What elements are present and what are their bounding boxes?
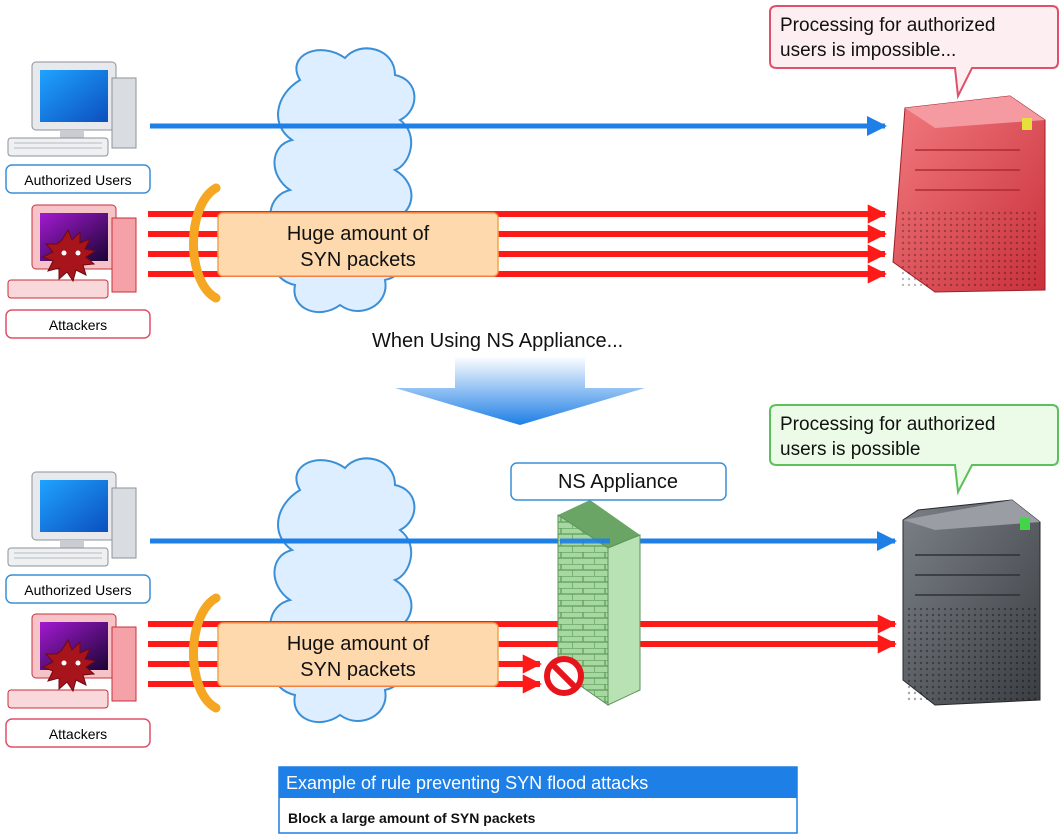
callout-possible: Processing for authorized users is possi…: [769, 404, 1059, 496]
bottom-scenario: Authorized Users Attackers Huge: [5, 404, 1059, 748]
syn-packets-box: [217, 212, 499, 277]
authorized-users-text-bottom: Authorized Users: [24, 582, 131, 598]
syn-packets-box-bottom: [217, 622, 499, 687]
attackers-text-bottom: Attackers: [49, 726, 107, 742]
rule-box: Example of rule preventing SYN flood att…: [278, 766, 798, 834]
bracket-icon-bottom: [189, 593, 221, 713]
syn-box-line2-bottom: SYN packets: [300, 659, 416, 681]
authorized-computer-icon-bottom: [7, 471, 137, 567]
virus-monster-icon: [41, 228, 97, 283]
attacker-computer-icon: [7, 204, 137, 299]
attackers-label-bottom: [5, 718, 151, 748]
rule-box-body: Block a large amount of SYN packets: [288, 810, 536, 826]
server-ok-icon: [902, 499, 1041, 706]
syn-box-line1: Huge amount of: [287, 223, 430, 245]
block-icon: [544, 656, 584, 696]
attacker-computer-icon-bottom: [7, 613, 137, 709]
callout-impossible-line1: Processing for authorized: [780, 15, 995, 36]
callout-impossible-line2: users is impossible...: [780, 40, 956, 61]
bracket-icon: [189, 183, 221, 303]
transition-label: When Using NS Appliance...: [372, 330, 623, 352]
down-arrow-icon: [395, 356, 645, 425]
top-scenario: Authorized Users Attackers Huge amount o…: [5, 5, 1059, 339]
callout-impossible: Processing for authorized users is impos…: [769, 5, 1059, 100]
authorized-users-label: [5, 164, 151, 194]
ns-appliance-label: [510, 462, 727, 501]
rule-box-title: Example of rule preventing SYN flood att…: [286, 773, 648, 793]
virus-monster-icon-bottom: [41, 638, 97, 693]
attackers-text: Attackers: [49, 317, 107, 333]
authorized-users-label-bottom: [5, 574, 151, 604]
firewall-icon: [557, 500, 641, 706]
callout-possible-line2: users is possible: [780, 439, 920, 460]
authorized-users-text: Authorized Users: [24, 172, 131, 188]
ns-appliance-text: NS Appliance: [558, 471, 678, 493]
syn-box-line2: SYN packets: [300, 249, 416, 271]
server-compromised-icon: [892, 95, 1046, 293]
syn-box-line1-bottom: Huge amount of: [287, 633, 430, 655]
callout-possible-line1: Processing for authorized: [780, 414, 995, 435]
attackers-label: [5, 309, 151, 339]
authorized-computer-icon: [7, 61, 137, 157]
